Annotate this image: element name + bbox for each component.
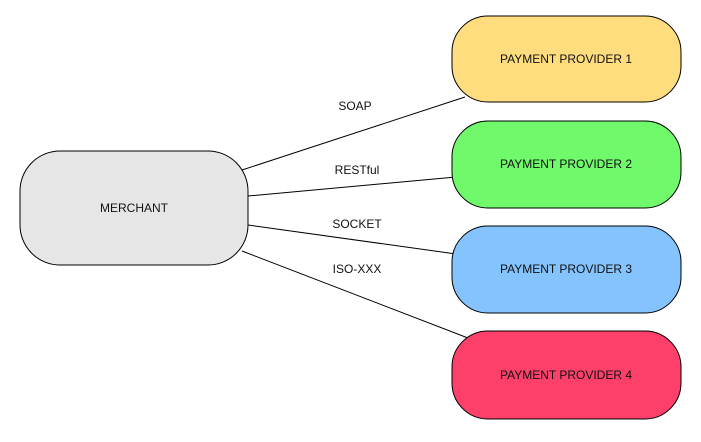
edge-label-socket: SOCKET (332, 217, 382, 231)
edge-label-restful: RESTful (335, 163, 380, 177)
merchant-shape (19, 150, 249, 266)
provider-4-label: PAYMENT PROVIDER 4 (500, 368, 632, 382)
edge-socket (247, 224, 457, 255)
provider-3-shape (451, 225, 682, 314)
provider-node-1: PAYMENT PROVIDER 1 (451, 15, 682, 103)
provider-2-shape (451, 120, 682, 209)
edge-iso (241, 250, 469, 339)
provider-3-label: PAYMENT PROVIDER 3 (500, 262, 632, 276)
provider-1-shape (451, 15, 682, 103)
merchant-label: MERCHANT (100, 201, 169, 215)
edge-soap (241, 96, 466, 171)
edge-restful (247, 176, 457, 197)
provider-node-2: PAYMENT PROVIDER 2 (451, 120, 682, 209)
edge-label-iso: ISO-XXX (333, 262, 382, 276)
provider-1-label: PAYMENT PROVIDER 1 (500, 52, 632, 66)
provider-node-3: PAYMENT PROVIDER 3 (451, 225, 682, 314)
merchant-node: MERCHANT (19, 150, 249, 266)
provider-4-shape (451, 330, 682, 420)
provider-2-label: PAYMENT PROVIDER 2 (500, 157, 632, 171)
provider-node-4: PAYMENT PROVIDER 4 (451, 330, 682, 420)
edge-label-soap: SOAP (338, 99, 371, 113)
